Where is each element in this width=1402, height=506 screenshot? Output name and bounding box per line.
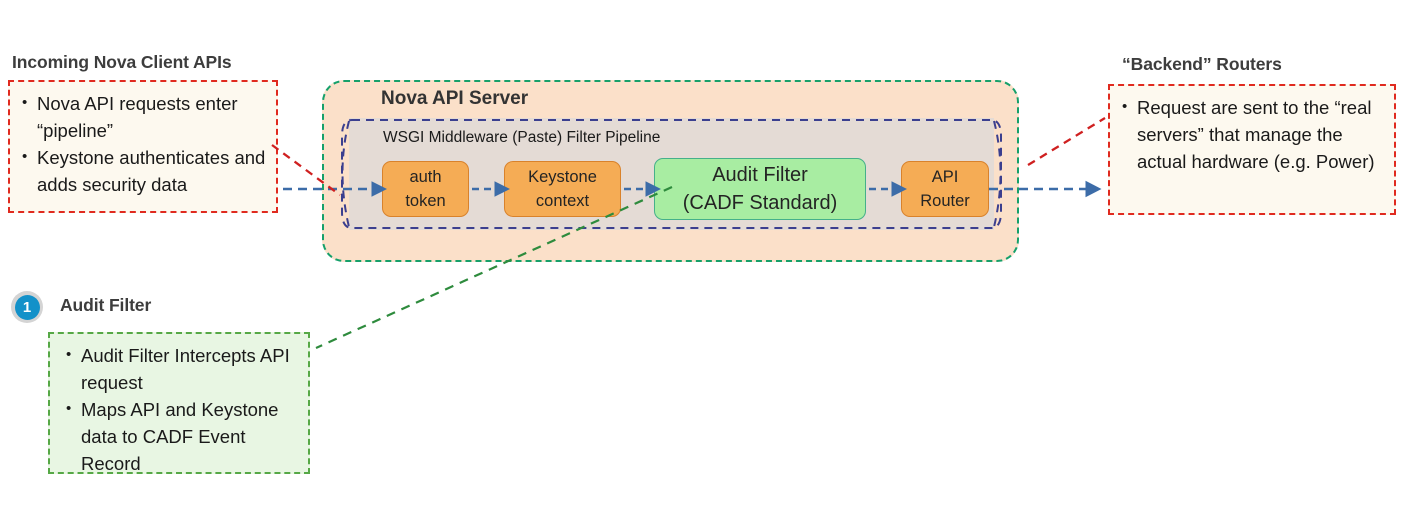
heading-backend-routers: “Backend” Routers bbox=[1122, 54, 1282, 74]
connector-right-callout bbox=[1027, 117, 1106, 166]
list-item: Request are sent to the “real servers” t… bbox=[1120, 93, 1382, 175]
node-api-router-line1: API bbox=[931, 168, 959, 186]
node-audit-filter[interactable]: Audit Filter (CADF Standard) bbox=[654, 158, 866, 220]
heading-incoming-nova-client-apis: Incoming Nova Client APIs bbox=[12, 52, 232, 72]
node-audit-filter-line1: Audit Filter bbox=[712, 164, 808, 186]
heading-audit-filter-step: Audit Filter bbox=[60, 295, 152, 315]
callout-incoming-nova-client-apis: Nova API requests enter “pipeline” Keyst… bbox=[8, 80, 278, 213]
bullet-list-left: Nova API requests enter “pipeline” Keyst… bbox=[20, 89, 266, 198]
step-badge-number: 1 bbox=[14, 294, 40, 320]
bullet-list-right: Request are sent to the “real servers” t… bbox=[1120, 93, 1382, 175]
node-auth-token-line2: token bbox=[405, 192, 446, 210]
list-item: Nova API requests enter “pipeline” bbox=[20, 89, 266, 144]
callout-audit-filter-detail: Audit Filter Intercepts API request Maps… bbox=[48, 332, 310, 474]
node-auth-token-line1: auth bbox=[409, 168, 442, 186]
nova-api-server-title: Nova API Server bbox=[381, 88, 529, 109]
node-auth-token[interactable]: auth token bbox=[382, 161, 469, 217]
node-keystone-context-line2: context bbox=[535, 192, 590, 210]
node-audit-filter-line2: (CADF Standard) bbox=[682, 192, 838, 214]
list-item: Keystone authenticates and adds security… bbox=[20, 143, 266, 198]
node-api-router-line2: Router bbox=[920, 192, 970, 210]
node-keystone-context-line1: Keystone bbox=[528, 168, 597, 186]
bullet-list-step: Audit Filter Intercepts API request Maps… bbox=[64, 341, 296, 477]
callout-backend-routers: Request are sent to the “real servers” t… bbox=[1108, 84, 1396, 215]
node-keystone-context[interactable]: Keystone context bbox=[504, 161, 621, 217]
node-api-router[interactable]: API Router bbox=[901, 161, 989, 217]
list-item: Maps API and Keystone data to CADF Event… bbox=[64, 395, 296, 477]
step-badge: 1 bbox=[11, 291, 43, 323]
wsgi-pipeline-label: WSGI Middleware (Paste) Filter Pipeline bbox=[383, 129, 661, 146]
list-item: Audit Filter Intercepts API request bbox=[64, 341, 296, 396]
